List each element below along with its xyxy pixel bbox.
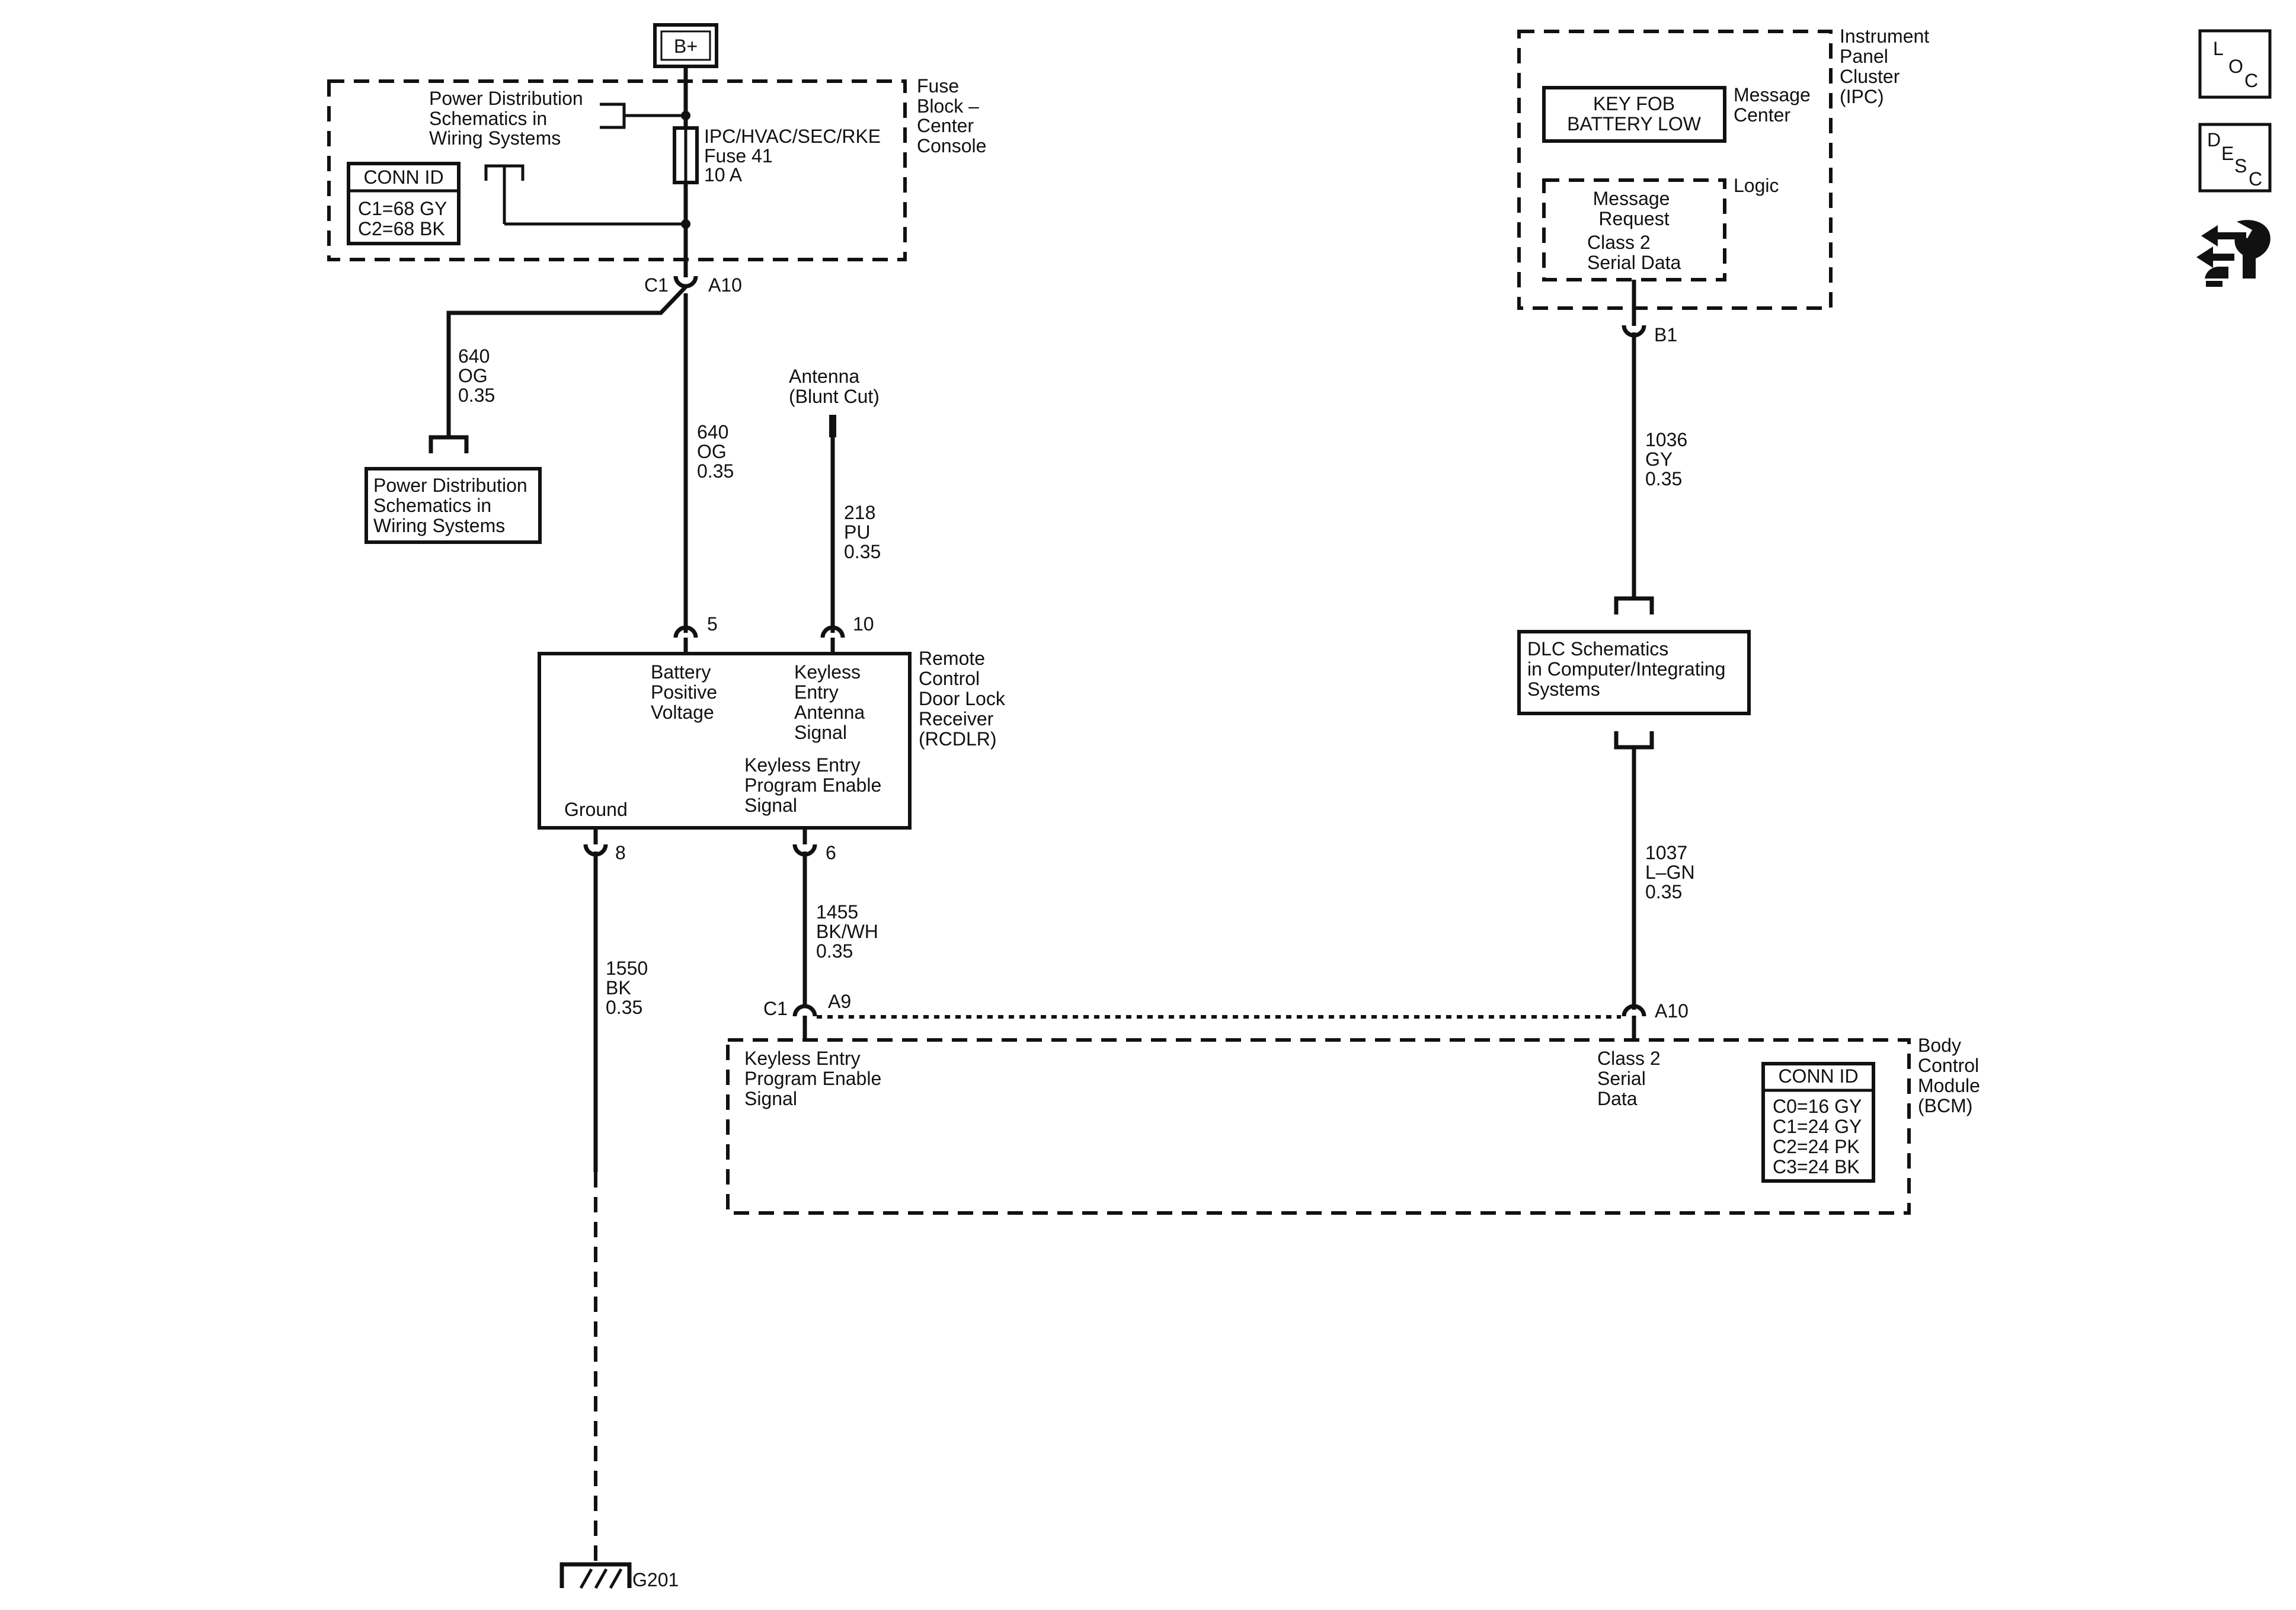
svg-text:A10: A10 xyxy=(1655,1000,1689,1022)
rcdlr-label: Remote Control Door Lock Receiver (RCDLR… xyxy=(919,648,1011,750)
desc-icon[interactable]: D E S C xyxy=(2198,123,2272,193)
dlc-box: DLC Schematics in Computer/Integrating S… xyxy=(1517,630,1751,715)
loc-icon[interactable]: L O C xyxy=(2198,29,2272,99)
bcm-module: Keyless Entry Program Enable Signal Clas… xyxy=(726,1038,1911,1215)
svg-text:DLC Schematics in Comput: DLC Schematics in Computer/Integrating S… xyxy=(1527,638,1731,700)
fuse-41-label: IPC/HVAC/SEC/RKE Fuse 41 10 A xyxy=(704,126,886,185)
svg-text:C2=24 PK: C2=24 PK xyxy=(1773,1136,1860,1157)
svg-text:D: D xyxy=(2207,129,2221,151)
ipc-logic-text-2: Class 2 Serial Data xyxy=(1587,232,1681,273)
svg-text:A10: A10 xyxy=(708,274,742,296)
branch-wire xyxy=(446,285,687,437)
ipc-logic-box xyxy=(1542,178,1726,281)
svg-text:L: L xyxy=(2213,38,2224,59)
rcdlr-ground-label: Ground xyxy=(564,799,628,820)
ipc-logic-text: Message Request xyxy=(1593,188,1675,229)
svg-text:C: C xyxy=(2249,168,2262,190)
antenna-label: Antenna (Blunt Cut) xyxy=(789,366,880,407)
svg-text:6: 6 xyxy=(826,842,836,863)
wrench-arrows-icon[interactable] xyxy=(2196,220,2271,287)
power-distribution-box: Power Distribution Schematics in Wiring … xyxy=(364,467,542,544)
ipc-logic-label: Logic xyxy=(1734,175,1779,196)
svg-text:KEY FOB: KEY FOB xyxy=(1593,93,1675,114)
rcdlr-program-label: Keyless Entry Program Enable Signal xyxy=(744,754,887,816)
antenna-wire-label: 218 PU 0.35 xyxy=(844,502,881,562)
svg-text:B1: B1 xyxy=(1654,324,1677,345)
svg-text:C1=24 GY: C1=24 GY xyxy=(1773,1116,1862,1137)
bcm-conn-id-table: CONN ID C0=16 GY C1=24 GY C2=24 PK C3=24… xyxy=(1761,1062,1875,1183)
ipc-module: KEY FOB BATTERY LOW Message Center Logic… xyxy=(1517,30,1833,310)
program-wire-label: 1455 BK/WH 0.35 xyxy=(816,901,884,962)
fuse-41 xyxy=(673,126,699,184)
bcm-label: Body Control Module (BCM) xyxy=(1918,1035,1985,1116)
rcdlr-antenna-signal-label: Keyless Entry Antenna Signal xyxy=(794,661,870,743)
branch-wire-label: 640 OG 0.35 xyxy=(458,345,495,406)
serial-lower-wire-label: 1037 L–GN 0.35 xyxy=(1645,842,1700,902)
svg-text:S: S xyxy=(2234,155,2247,177)
svg-text:C1=68 GY: C1=68 GY xyxy=(358,198,447,219)
rcdlr-module: Battery Positive Voltage Keyless Entry A… xyxy=(538,652,912,830)
svg-text:E: E xyxy=(2221,143,2234,164)
ground-wire-label: 1550 BK 0.35 xyxy=(606,958,653,1018)
ipc-message-center-label: Message Center xyxy=(1734,84,1816,126)
svg-text:CONN ID: CONN ID xyxy=(1778,1065,1858,1087)
svg-text:BATTERY LOW: BATTERY LOW xyxy=(1567,113,1702,135)
svg-text:C0=16 GY: C0=16 GY xyxy=(1773,1096,1862,1117)
svg-text:Power Distribution Schem: Power Distribution Schematics in Wiring … xyxy=(373,475,533,536)
serial-upper-wire-label: 1036 GY 0.35 xyxy=(1645,429,1693,489)
svg-text:O: O xyxy=(2228,56,2243,77)
ground-g201-label: G201 xyxy=(632,1569,679,1590)
ground-g201-icon xyxy=(559,1562,632,1589)
fuse-block-label: Fuse Block – Center Console xyxy=(917,75,986,156)
svg-text:10: 10 xyxy=(853,613,874,635)
svg-text:A9: A9 xyxy=(828,991,851,1012)
battery-terminal: B+ xyxy=(653,23,718,68)
svg-text:C2=68 BK: C2=68 BK xyxy=(358,218,445,239)
rcdlr-battery-label: Battery Positive Voltage xyxy=(651,661,722,723)
fuse-block-conn-id-table: CONN ID C1=68 GY C2=68 BK xyxy=(347,162,461,245)
ipc-label: Instrument Panel Cluster (IPC) xyxy=(1840,25,1934,107)
key-fob-message-box: KEY FOB BATTERY LOW xyxy=(1542,86,1726,143)
svg-text:C3=24 BK: C3=24 BK xyxy=(1773,1156,1860,1177)
svg-text:8: 8 xyxy=(615,842,626,863)
fuse-block: Fuse Block – Center Console Power Distri… xyxy=(327,75,986,261)
bcm-serial-label: Class 2 Serial Data xyxy=(1597,1048,1666,1109)
main-wire-label: 640 OG 0.35 xyxy=(697,421,734,482)
svg-text:C1: C1 xyxy=(644,274,669,296)
svg-text:C1: C1 xyxy=(763,998,788,1019)
svg-text:C: C xyxy=(2244,70,2258,91)
svg-text:CONN ID: CONN ID xyxy=(363,167,443,188)
bcm-program-label: Keyless Entry Program Enable Signal xyxy=(744,1048,887,1109)
battery-label: B+ xyxy=(674,36,698,57)
svg-text:5: 5 xyxy=(707,613,718,635)
fuse-block-pd-ref: Power Distribution Schematics in Wiring … xyxy=(429,88,589,149)
connector-c1-a10: C1 A10 xyxy=(644,274,742,296)
